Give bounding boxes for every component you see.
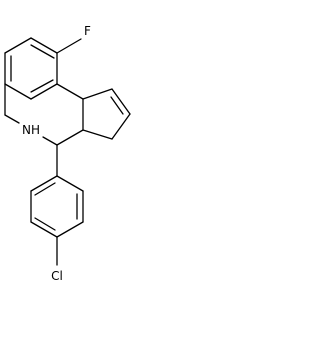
bond-to-fluorine (56, 38, 82, 54)
bond-aromatic-lower-right-double (30, 79, 54, 93)
molecule-structure: F NH Cl (4, 24, 131, 283)
chlorine-label: Cl (51, 269, 63, 283)
bond-phenyl-lower-right (56, 221, 84, 238)
bond-aromatic-lower-left (4, 83, 32, 100)
bond-aromatic-lower-right (30, 83, 58, 100)
bond-c1-c2-double (110, 96, 124, 115)
bond-phenyl-lower-left (30, 221, 58, 238)
fluorine-label: F (84, 24, 91, 38)
bond-c1-c2 (111, 88, 131, 115)
bond-c2-c3 (111, 113, 131, 140)
bond-phenyl-upper-left (30, 175, 58, 192)
bond-aromatic-upper-left (4, 37, 32, 54)
bond-c3-c3a (82, 129, 113, 140)
amine-label: NH (22, 123, 40, 137)
bond-phenyl-upper-right (56, 175, 84, 192)
bond-c9a-c1 (82, 88, 113, 100)
bond-phenyl-lower-left-double (34, 217, 56, 231)
bond-c9b-c9a (56, 83, 84, 100)
bond-c4-n (42, 136, 58, 146)
bond-n-c5a (4, 114, 20, 124)
bond-aromatic-top (30, 37, 58, 54)
bond-phenyl-upper-left-double (34, 182, 56, 196)
bond-aromatic-top-double (30, 44, 55, 59)
bond-c3a-c4 (56, 129, 84, 146)
